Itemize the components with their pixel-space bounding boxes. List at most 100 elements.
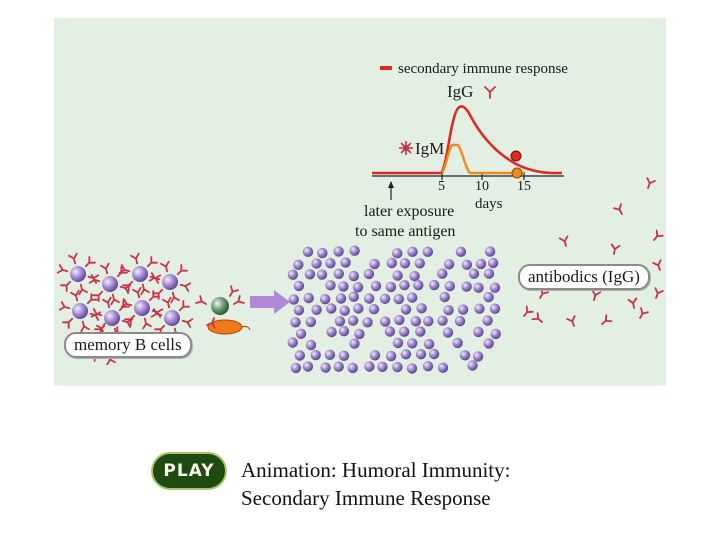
clone-cell bbox=[364, 361, 375, 372]
exposure-arrowhead bbox=[388, 181, 394, 188]
clone-cell bbox=[377, 361, 388, 372]
clone-cell bbox=[333, 268, 344, 279]
igg-antibody-icon bbox=[484, 86, 496, 99]
clone-cell bbox=[407, 246, 418, 257]
clone-cell bbox=[305, 316, 316, 328]
clone-cell bbox=[423, 316, 434, 327]
clone-cell bbox=[484, 246, 496, 257]
clone-cell bbox=[489, 303, 501, 314]
memory-b-cell bbox=[150, 296, 194, 340]
clone-cell bbox=[333, 246, 344, 257]
proliferation-arrow-icon bbox=[250, 290, 290, 314]
memory-b-cell bbox=[120, 286, 164, 330]
secondary-response-graph: secondary immune response IgG IgM 5 10 1… bbox=[355, 61, 568, 240]
clone-cell bbox=[339, 305, 350, 316]
exposure-label-line2: to same antigen bbox=[355, 223, 455, 240]
memory-b-cell bbox=[90, 296, 134, 340]
antibody-icon bbox=[589, 289, 602, 302]
clone-cell bbox=[334, 316, 346, 327]
clone-cell bbox=[379, 293, 391, 304]
play-button[interactable]: PLAY bbox=[151, 452, 227, 490]
memory-b-cells-label: memory B cells bbox=[64, 332, 192, 358]
clone-cell bbox=[316, 269, 328, 280]
exposure-label-line1: later exposure bbox=[364, 203, 454, 220]
clone-cell bbox=[340, 257, 351, 268]
clone-cell bbox=[437, 315, 448, 326]
clone-cell bbox=[399, 258, 411, 269]
clone-cell bbox=[368, 304, 380, 315]
clone-cell bbox=[311, 258, 322, 269]
clone-cell bbox=[400, 349, 412, 360]
clone-cell bbox=[392, 361, 403, 373]
igm-label: IgM bbox=[415, 139, 444, 158]
free-antibodies bbox=[520, 177, 665, 329]
caption: Animation: Humoral Immunity: Secondary I… bbox=[241, 456, 510, 512]
clone-cell bbox=[386, 257, 397, 269]
clone-cell bbox=[352, 282, 364, 293]
igm-curve bbox=[440, 143, 524, 175]
clone-cell bbox=[489, 282, 501, 293]
clone-cell bbox=[287, 269, 299, 280]
clone-cell bbox=[348, 291, 359, 302]
clone-cell bbox=[429, 279, 440, 291]
clone-cell bbox=[319, 294, 331, 305]
clone-cell bbox=[302, 246, 314, 257]
clone-cell bbox=[353, 303, 364, 314]
clone-cell bbox=[363, 268, 375, 280]
clone-cell bbox=[467, 360, 478, 371]
clone-cell bbox=[338, 281, 349, 292]
clone-cell bbox=[305, 339, 317, 351]
clone-cell bbox=[326, 326, 337, 338]
clone-cell bbox=[415, 349, 427, 360]
clone-cell bbox=[400, 304, 412, 315]
antibody-icon bbox=[651, 287, 664, 301]
clone-cell bbox=[407, 292, 418, 303]
clone-cell bbox=[349, 338, 360, 349]
clone-cell bbox=[414, 258, 425, 269]
clone-cell bbox=[468, 268, 480, 279]
clone-cell bbox=[443, 259, 455, 270]
clone-cell bbox=[399, 326, 410, 337]
clone-cell bbox=[385, 281, 397, 293]
x-axis-unit: days bbox=[475, 196, 503, 212]
antibody-icon bbox=[566, 315, 579, 329]
clone-cell bbox=[310, 349, 321, 361]
clone-cell bbox=[443, 305, 454, 316]
clone-cell bbox=[304, 269, 316, 280]
clone-cell bbox=[437, 268, 448, 279]
clone-cell bbox=[483, 268, 495, 279]
tick-label-5: 5 bbox=[438, 179, 445, 194]
clone-cell bbox=[394, 314, 405, 326]
clone-cell bbox=[349, 245, 360, 256]
legend-secondary-label: secondary immune response bbox=[398, 61, 568, 77]
clone-cell bbox=[311, 304, 322, 315]
memory-b-cell bbox=[56, 252, 100, 296]
clone-cell bbox=[472, 351, 484, 362]
antibody-icon bbox=[643, 177, 656, 191]
clone-cell bbox=[325, 280, 336, 291]
clone-cell bbox=[288, 294, 299, 305]
antibody-icon bbox=[558, 235, 571, 248]
clone-cell bbox=[482, 315, 493, 326]
memory-b-cell bbox=[58, 289, 102, 333]
clone-cell bbox=[290, 317, 301, 328]
activated-b-cell bbox=[195, 285, 251, 335]
clone-cell bbox=[455, 246, 467, 257]
antibody-icon bbox=[520, 305, 534, 320]
clone-cell bbox=[483, 291, 494, 303]
clone-cell bbox=[338, 350, 350, 361]
antibodies-igg-label: antibodics (IgG) bbox=[518, 264, 650, 290]
clone-cell bbox=[347, 362, 358, 374]
clone-cell bbox=[452, 337, 463, 349]
clone-cell bbox=[422, 361, 434, 372]
memory-b-cell bbox=[118, 252, 162, 296]
clone-cell bbox=[354, 328, 365, 340]
igg-current-marker bbox=[510, 150, 522, 162]
secondary-response-curve bbox=[372, 105, 562, 175]
clone-cell bbox=[413, 280, 424, 291]
memory-b-cell bbox=[88, 262, 132, 306]
clone-cell bbox=[415, 326, 426, 337]
clone-cell bbox=[392, 337, 404, 349]
clone-cell bbox=[348, 270, 359, 282]
tick-label-10: 10 bbox=[475, 179, 489, 194]
